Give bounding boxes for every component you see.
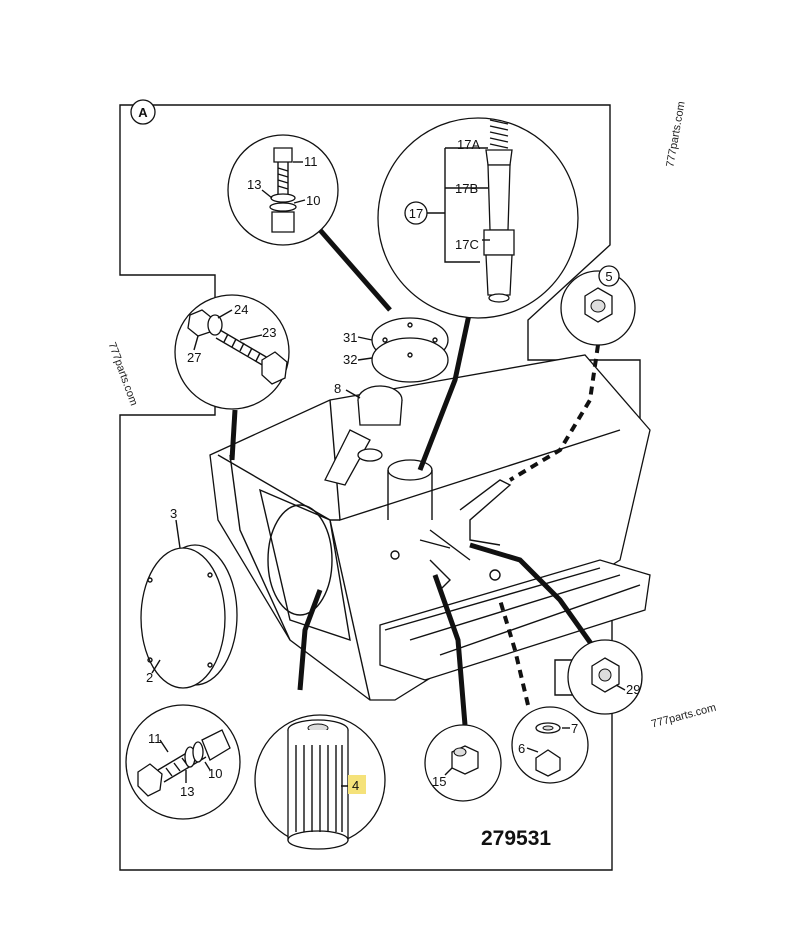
label-17b: 17B <box>455 181 478 196</box>
detail-long-bolt <box>174 294 290 410</box>
detail-bolt-bottom <box>125 704 241 820</box>
leader-plug-6-7 <box>498 599 530 706</box>
view-frame <box>119 104 641 871</box>
label-29: 29 <box>626 682 640 697</box>
detail-plug-15 <box>424 724 502 802</box>
label-4: 4 <box>352 778 359 793</box>
label-5: 5 <box>605 269 612 284</box>
label-13-bottom: 13 <box>180 784 194 799</box>
label-2: 2 <box>146 670 153 685</box>
label-8: 8 <box>334 381 341 396</box>
detail-valve-assembly <box>377 117 579 319</box>
detail-bolt-washer <box>227 134 339 246</box>
drawing-number: 279531 <box>481 827 551 850</box>
breather-cap <box>345 385 403 462</box>
label-17: 17 <box>409 206 423 221</box>
label-7: 7 <box>571 721 578 736</box>
leader-nut-5 <box>508 344 600 482</box>
leader-end-bolt <box>229 409 238 461</box>
label-15: 15 <box>432 774 446 789</box>
label-31: 31 <box>343 330 357 345</box>
label-13-top: 13 <box>247 177 261 192</box>
leader-valve-detail <box>417 309 473 471</box>
leader-bolt-detail <box>318 228 392 312</box>
label-4-highlight <box>348 775 366 794</box>
label-32: 32 <box>343 352 357 367</box>
detail-plug-washer <box>511 706 589 784</box>
detail-filter-element <box>254 714 386 850</box>
watermark-left: 777parts.com <box>106 341 140 408</box>
detail-nut-5 <box>560 265 636 346</box>
leader-plug-15 <box>432 574 468 726</box>
view-ref-label: A <box>138 105 148 120</box>
view-ref-circle <box>130 99 156 125</box>
leader-nut-29 <box>469 542 595 647</box>
end-cover <box>140 519 238 689</box>
watermark-top-right: 777parts.com <box>664 100 687 168</box>
step-tray <box>379 559 651 681</box>
label-10-top: 10 <box>306 193 320 208</box>
label-3: 3 <box>170 506 177 521</box>
label-17a: 17A <box>457 137 480 152</box>
leader-filter <box>297 589 323 691</box>
cover-plate-gasket <box>357 317 449 383</box>
detail-nut-29 <box>567 639 643 715</box>
label-11-bottom: 11 <box>148 731 162 746</box>
label-11-top: 11 <box>304 154 318 169</box>
label-10-bottom: 10 <box>208 766 222 781</box>
label-24: 24 <box>234 302 248 317</box>
label-27: 27 <box>187 350 201 365</box>
label-6: 6 <box>518 741 525 756</box>
label-17c: 17C <box>455 237 479 252</box>
watermark-bottom-right: 777parts.com <box>650 702 717 731</box>
label-23: 23 <box>262 325 276 340</box>
